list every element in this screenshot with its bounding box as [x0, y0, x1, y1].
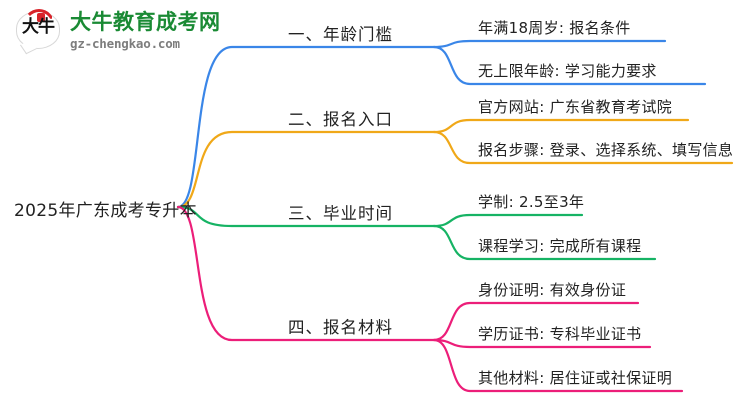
site-logo[interactable]: 大牛 大牛教育成考网 gz-chengkao.com: [14, 8, 221, 55]
branch-label-3[interactable]: 三、毕业时间: [288, 204, 393, 223]
leaf-connector: [432, 118, 690, 134]
branch-connector: [176, 205, 436, 228]
leaf-label-4-1[interactable]: 身份证明: 有效身份证: [478, 281, 627, 299]
red-arc-shape: [23, 9, 55, 26]
branch-connector: [176, 45, 436, 209]
logo-name-en: gz-chengkao.com: [70, 35, 180, 51]
leaf-label-3-2[interactable]: 课程学习: 完成所有课程: [478, 237, 642, 255]
leaf-connector: [432, 39, 667, 49]
leaf-label-4-3[interactable]: 其他材料: 居住证或社保证明: [478, 369, 673, 387]
branch-label-4[interactable]: 四、报名材料: [288, 318, 393, 337]
branch-label-1[interactable]: 一、年龄门槛: [288, 25, 393, 44]
leaf-connector: [432, 338, 684, 393]
logo-wordmark: 大牛教育成考网 gz-chengkao.com: [70, 9, 221, 51]
branch-label-2[interactable]: 二、报名入口: [288, 110, 393, 129]
leaf-connector: [432, 130, 734, 165]
logo-mark-text: 大牛: [22, 17, 55, 37]
leaf-connector: [432, 45, 707, 86]
leaf-connector: [432, 224, 657, 261]
red-dot-shape: [37, 13, 45, 22]
root-topic-label[interactable]: 2025年广东成考专升本: [14, 201, 197, 221]
leaf-label-4-2[interactable]: 学历证书: 专科毕业证书: [478, 325, 642, 343]
leaf-label-2-2[interactable]: 报名步骤: 登录、选择系统、填写信息: [478, 141, 734, 159]
leaf-connector: [432, 213, 584, 228]
branch-connector: [176, 130, 436, 209]
logo-bubble-icon: 大牛: [14, 8, 62, 55]
leaf-label-2-1[interactable]: 官方网站: 广东省教育考试院: [478, 98, 673, 116]
leaf-label-1-1[interactable]: 年满18周岁: 报名条件: [478, 19, 631, 37]
leaf-label-3-1[interactable]: 学制: 2.5至3年: [478, 193, 585, 211]
logo-name-cn: 大牛教育成考网: [70, 9, 221, 34]
branch-connector: [176, 205, 436, 342]
leaf-connector: [432, 301, 640, 342]
leaf-label-1-2[interactable]: 无上限年龄: 学习能力要求: [478, 62, 657, 80]
